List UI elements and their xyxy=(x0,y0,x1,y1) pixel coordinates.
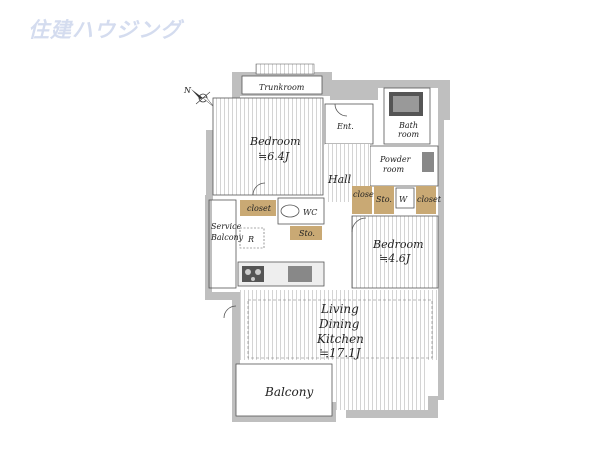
ldk-label-line3: Kitchen xyxy=(316,332,364,346)
entrance-label: Ent. xyxy=(336,122,354,131)
room-bath: Bath room xyxy=(383,87,431,145)
bath-label-line2: room xyxy=(398,130,419,139)
service-balcony: Service Balcony xyxy=(208,199,244,289)
toilet-icon xyxy=(280,204,300,218)
service-balcony-line1: Service xyxy=(211,222,242,231)
washer-space: W xyxy=(395,187,415,209)
washer-label: W xyxy=(399,195,408,204)
closet-3: closet xyxy=(416,186,442,214)
powder-label-line1: Powder xyxy=(379,155,412,164)
room-wc: WC xyxy=(277,197,325,225)
bedroom-2-door-icon xyxy=(351,217,367,233)
kitchen-sink-icon xyxy=(288,266,312,282)
sink-icon xyxy=(422,152,434,172)
bedroom-2-size: ≒4.6J xyxy=(379,252,411,265)
ldk-side-door-icon xyxy=(223,305,237,319)
ldk-label-line2: Dining xyxy=(318,317,360,331)
balcony-label: Balcony xyxy=(264,385,313,399)
balcony: Balcony xyxy=(235,363,333,417)
refrigerator-space: R xyxy=(239,227,265,249)
storage-1: Sto. xyxy=(290,226,322,240)
closet-1: closet xyxy=(240,200,276,216)
room-trunkroom: Trunkroom xyxy=(241,63,323,95)
compass-north-label: N xyxy=(183,86,192,95)
closet-2-label: closet xyxy=(353,190,378,199)
bedroom-2-name: Bedroom xyxy=(372,238,424,251)
compass-icon: N xyxy=(183,86,215,108)
closet-2: closet xyxy=(352,186,378,214)
closet-1-label: closet xyxy=(247,204,272,213)
kitchen-counter xyxy=(237,261,325,287)
refrigerator-label: R xyxy=(247,235,254,244)
ldk-size: ≒17.1J xyxy=(319,346,362,360)
entrance-door-icon xyxy=(334,103,348,117)
brand-logo: 住建ハウジング xyxy=(28,18,182,42)
bath-label-line1: Bath xyxy=(398,121,418,130)
service-balcony-line2: Balcony xyxy=(210,233,244,242)
wc-label: WC xyxy=(303,208,317,217)
storage-2-label: Sto. xyxy=(376,195,392,204)
hall-label: Hall xyxy=(327,173,352,186)
bedroom-1-size: ≒6.4J xyxy=(258,150,290,163)
storage-1-label: Sto. xyxy=(299,229,315,238)
bedroom-1-name: Bedroom xyxy=(249,135,301,148)
room-bedroom-1: Bedroom ≒6.4J xyxy=(212,97,324,196)
storage-2: Sto. xyxy=(374,186,394,214)
bedroom-1-door-icon xyxy=(252,182,266,196)
powder-label-line2: room xyxy=(383,165,404,174)
trunkroom-label: Trunkroom xyxy=(259,83,305,92)
closet-3-label: closet xyxy=(417,195,442,204)
room-ldk: Living Dining Kitchen ≒17.1J xyxy=(223,290,438,410)
ldk-label-line1: Living xyxy=(320,302,359,316)
room-bedroom-2: Bedroom ≒4.6J xyxy=(351,215,439,289)
